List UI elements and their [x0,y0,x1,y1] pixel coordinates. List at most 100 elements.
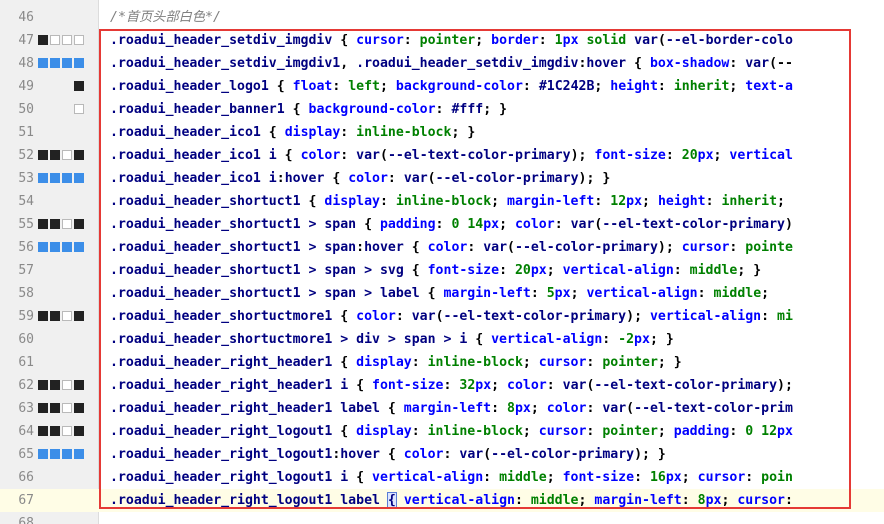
code-token: .roadui_header_logo1 [110,79,269,94]
code-token: color [427,240,468,255]
code-line[interactable]: 66.roadui_header_right_logout1 i { verti… [0,466,884,489]
code-text[interactable]: .roadui_header_shortuct1 { display: inli… [110,190,785,213]
code-text[interactable]: .roadui_header_shortuctmore1 > div > spa… [110,328,674,351]
line-number: 62 [18,378,34,393]
code-token: : [586,401,603,416]
code-token: font-size [594,148,666,163]
code-token: hover [340,447,380,462]
code-token: color [514,217,555,232]
code-text[interactable]: .roadui_header_ico1 i { color: var(--el-… [110,144,793,167]
color-swatch [62,219,72,229]
code-line[interactable]: 63.roadui_header_right_header1 label { m… [0,397,884,420]
code-line[interactable]: 56.roadui_header_shortuct1 > span:hover … [0,236,884,259]
code-token: pointer [602,355,658,370]
code-line[interactable]: 57.roadui_header_shortuct1 > span > svg … [0,259,884,282]
code-token: { [348,470,373,485]
code-token: 32 [459,378,476,393]
code-token: height [610,79,658,94]
line-number: 54 [18,194,34,209]
code-text[interactable]: .roadui_header_shortuct1 > span:hover { … [110,236,793,259]
code-text[interactable]: .roadui_header_right_logout1 label { ver… [110,489,793,512]
code-token: display [324,194,380,209]
code-text[interactable]: .roadui_header_setdiv_imgdiv { cursor: p… [110,29,793,52]
code-token: : [443,447,460,462]
code-line[interactable]: 62 .roadui_header_right_header1 i { font-… [0,374,884,397]
color-swatch [74,449,84,459]
color-swatch [74,150,84,160]
code-token: vertical [729,148,793,163]
code-line[interactable]: 61.roadui_header_right_header1 { display… [0,351,884,374]
code-line[interactable]: 50.roadui_header_banner1 { background-co… [0,98,884,121]
code-token: .roadui_header_shortuct1 > span [110,217,357,232]
code-token: ); [777,378,793,393]
code-text[interactable]: .roadui_header_banner1 { background-colo… [110,98,507,121]
code-line[interactable]: 52 .roadui_header_ico1 i { color: var(--e… [0,144,884,167]
code-text[interactable]: .roadui_header_right_logout1 { display: … [110,420,793,443]
code-token: vertical-align [372,470,484,485]
code-token: ; [681,470,698,485]
code-line[interactable]: 58.roadui_header_shortuct1 > span > labe… [0,282,884,305]
code-text[interactable]: .roadui_header_right_header1 { display: … [110,351,682,374]
code-token: .roadui_header_right_logout1 i [110,470,349,485]
code-text[interactable]: .roadui_header_logo1 { float: left; back… [110,75,793,98]
code-line[interactable]: 60 .roadui_header_shortuctmore1 > div > s… [0,328,884,351]
code-text[interactable]: .roadui_header_shortuctmore1 { color: va… [110,305,793,328]
code-line[interactable]: 46/*首页头部白色*/ [0,6,884,29]
code-line[interactable]: 65.roadui_header_right_logout1:hover { c… [0,443,884,466]
code-token: px [514,401,531,416]
code-token: .roadui_header_ico1 i [110,148,277,163]
code-line[interactable]: 55.roadui_header_shortuct1 > span { padd… [0,213,884,236]
code-token: var [562,378,587,393]
line-number: 49 [18,79,34,94]
code-token: ); [626,309,650,324]
line-number: 59 [18,309,34,324]
code-token: ; [721,493,738,508]
line-number: 48 [18,56,34,71]
code-line[interactable]: 67.roadui_header_right_logout1 label { v… [0,489,884,512]
code-line[interactable]: 53.roadui_header_ico1 i:hover { color: v… [0,167,884,190]
code-line[interactable]: 68 [0,512,884,524]
code-line[interactable]: 54 .roadui_header_shortuct1 { display: in… [0,190,884,213]
code-token: : [483,470,500,485]
code-text[interactable]: .roadui_header_ico1 i:hover { color: var… [110,167,610,190]
code-line[interactable]: 64.roadui_header_right_logout1 { display… [0,420,884,443]
code-token: margin-left [403,401,492,416]
code-line[interactable]: 51.roadui_header_ico1 { display: inline-… [0,121,884,144]
code-token: .roadui_header_setdiv_imgdiv1 [110,56,341,71]
code-line[interactable]: 59 .roadui_header_shortuctmore1 { color: … [0,305,884,328]
color-swatch [62,426,72,436]
code-token: var [356,148,380,163]
code-text[interactable]: .roadui_header_right_logout1:hover { col… [110,443,666,466]
code-token: ; } [649,332,674,347]
code-token: : [435,217,452,232]
line-number: 52 [18,148,34,163]
code-text[interactable]: .roadui_header_shortuct1 > span > label … [110,282,777,305]
code-token: : [379,194,396,209]
line-number: 60 [18,332,34,347]
code-token: : [332,447,341,462]
code-token: middle [713,286,762,301]
code-token: .roadui_header_shortuctmore1 > div > spa… [110,332,468,347]
code-text[interactable]: .roadui_header_ico1 { display: inline-bl… [110,121,475,144]
code-token: ( [507,240,515,255]
code-text[interactable]: /*首页头部白色*/ [110,6,221,29]
color-swatch [38,380,48,390]
code-token: hover [586,56,627,71]
code-text[interactable]: .roadui_header_setdiv_imgdiv1, .roadui_h… [110,52,793,75]
code-token: { [332,309,357,324]
code-text[interactable]: .roadui_header_shortuct1 > span { paddin… [110,213,793,236]
code-text[interactable]: .roadui_header_right_header1 i { font-si… [110,374,793,397]
code-token: ; [594,79,611,94]
color-swatch [38,58,48,68]
code-line[interactable]: 49 .roadui_header_logo1 { float: left; ba… [0,75,884,98]
code-line[interactable]: 47.roadui_header_setdiv_imgdiv { cursor:… [0,29,884,52]
code-token: color [348,171,388,186]
code-token: vertical-align [649,309,762,324]
code-text[interactable]: .roadui_header_right_logout1 i { vertica… [110,466,793,489]
code-line[interactable]: 48 .roadui_header_setdiv_imgdiv1, .roadui… [0,52,884,75]
code-text[interactable]: .roadui_header_right_header1 label { mar… [110,397,793,420]
code-token: ; [578,493,595,508]
color-swatch [62,449,72,459]
code-text[interactable]: .roadui_header_shortuct1 > span > svg { … [110,259,761,282]
